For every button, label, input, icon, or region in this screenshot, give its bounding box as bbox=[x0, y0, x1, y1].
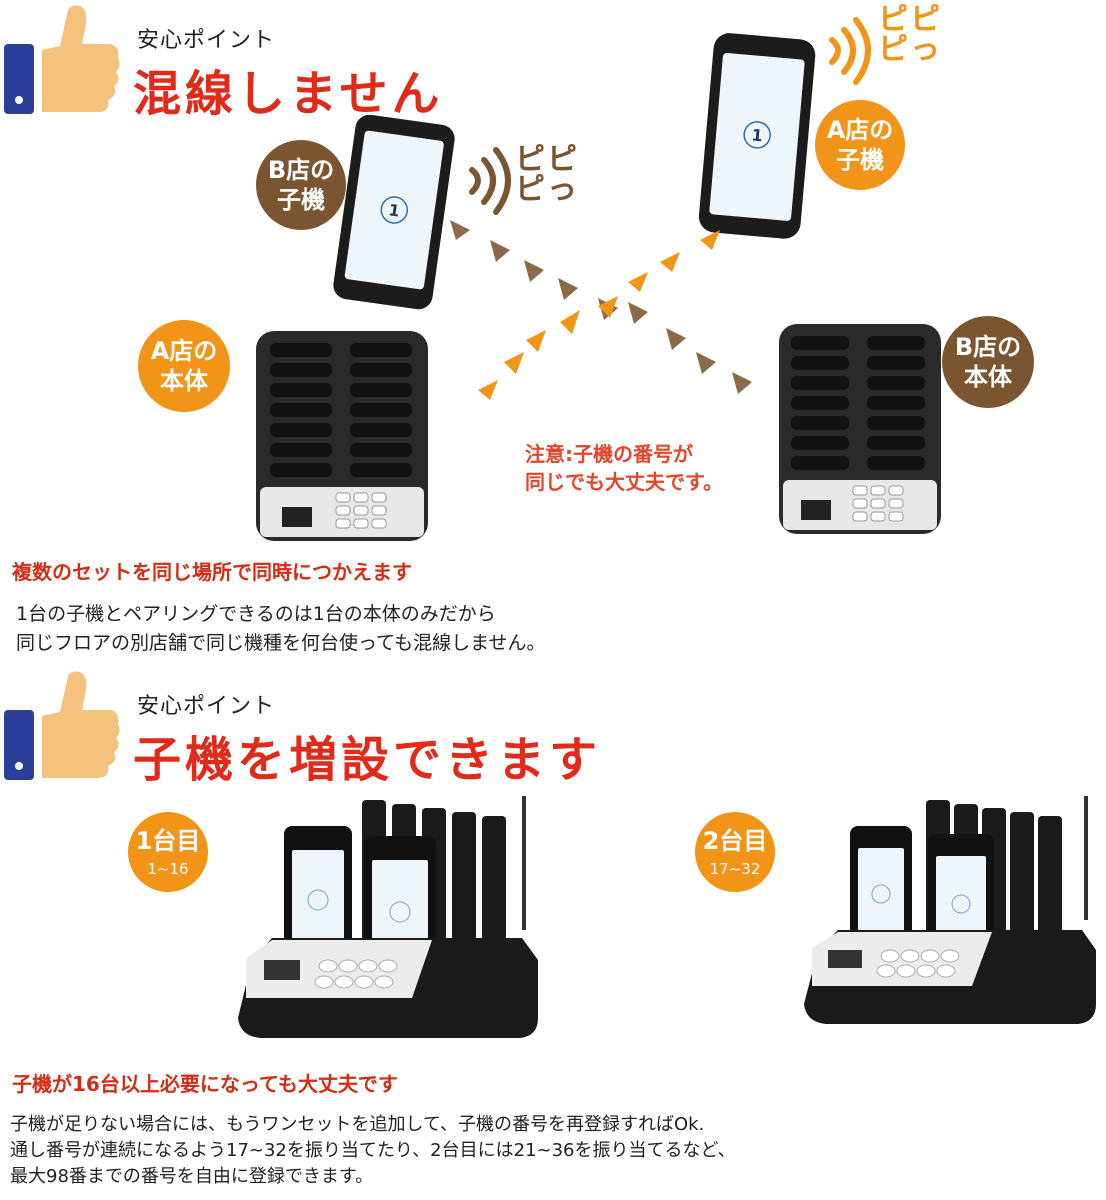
pager-charger-set-2 bbox=[804, 796, 1096, 1024]
badge-b-base: B店の 本体 bbox=[942, 316, 1034, 408]
signal-icon-right bbox=[829, 17, 871, 85]
beep-text-right: ピピ ピっ bbox=[878, 2, 942, 67]
badge-b-child: B店の 子機 bbox=[256, 140, 346, 230]
subhead-over-16: 子機が16台以上必要になっても大丈夫です bbox=[12, 1072, 398, 1096]
badge-a-child: A店の 子機 bbox=[815, 100, 905, 190]
body-pairing: 1台の子機とペアリングできるのは1台の本体のみだから 同じフロアの別店舗で同じ機… bbox=[16, 603, 546, 654]
pager-phone-b: 1 bbox=[333, 115, 455, 310]
beep-text-left: ピピ ピっ bbox=[515, 142, 579, 207]
base-station-a bbox=[256, 331, 428, 541]
signal-icon-left bbox=[469, 147, 511, 215]
section-headline: 混線しません bbox=[133, 66, 444, 122]
badge-a-base: A店の 本体 bbox=[138, 320, 230, 412]
subhead-multiple-sets: 複数のセットを同じ場所で同時につかえます bbox=[12, 560, 412, 584]
svg-text:1: 1 bbox=[387, 200, 401, 220]
svg-text:1: 1 bbox=[751, 125, 764, 145]
thumbs-up-icon bbox=[4, 671, 120, 780]
section-kicker: 安心ポイント bbox=[137, 28, 276, 53]
note-same-number: 注意:子機の番号が 同じでも大丈夫です。 bbox=[525, 442, 723, 494]
body-expansion: 子機が足りない場合には、もうワンセットを追加して、子機の番号を再登録すればOk.… bbox=[10, 1114, 736, 1188]
thumbs-up-icon bbox=[4, 5, 120, 114]
badge-unit-2: 2台目 17~32 bbox=[695, 812, 775, 892]
badge-unit-1: 1台目 1~16 bbox=[128, 812, 208, 892]
base-station-b bbox=[779, 324, 941, 534]
pager-phone-a: 1 bbox=[698, 33, 816, 239]
pager-charger-set-1 bbox=[238, 796, 538, 1038]
signal-path-arrows bbox=[450, 220, 752, 400]
section-headline: 子機を増設できます bbox=[133, 732, 602, 788]
section-kicker: 安心ポイント bbox=[137, 694, 276, 719]
